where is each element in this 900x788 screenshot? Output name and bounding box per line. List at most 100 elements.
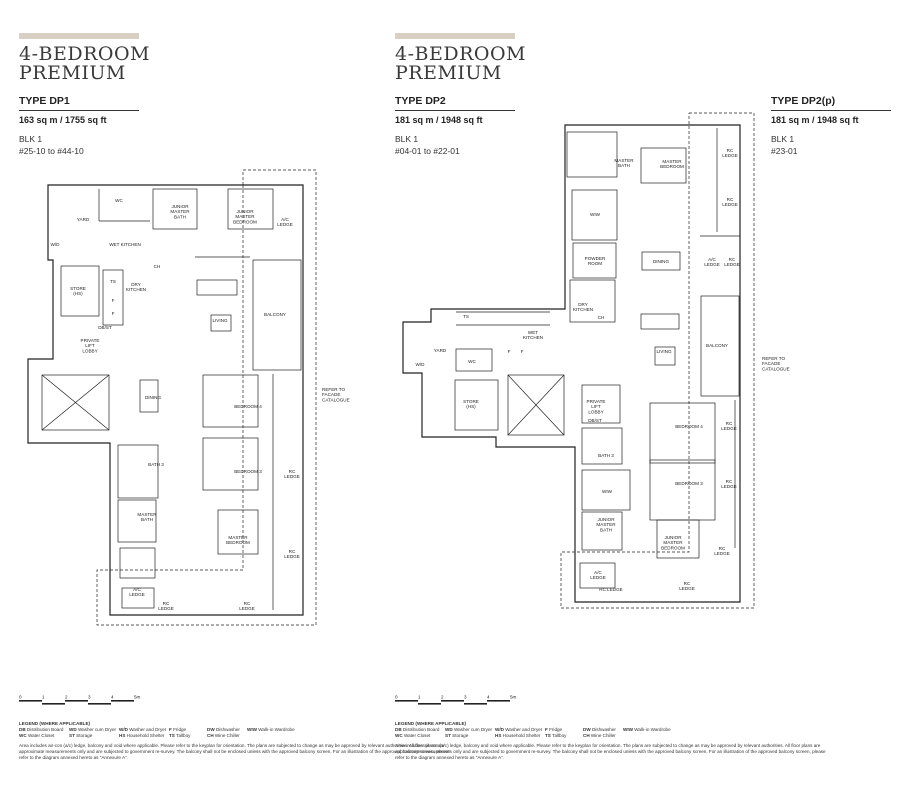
scale-tick-label: 1 (42, 695, 45, 700)
scale-tick-label: 3 (464, 695, 467, 700)
accent-bar (19, 33, 139, 39)
legend-item: WC Water Closet (19, 733, 69, 739)
legend-code: WC (19, 733, 28, 738)
scale-segment (19, 700, 42, 702)
legend-desc: Distribution Board (26, 727, 64, 732)
scale-tick-label: 2 (65, 695, 68, 700)
scale-segment (395, 700, 418, 702)
room-label: BATH 3 (598, 453, 614, 458)
dp1-internal-walls (41, 188, 302, 610)
legend-desc: Wine Chiller (590, 733, 616, 738)
room-label: DINING (145, 395, 162, 400)
unit-area: 163 sq m / 1755 sq ft (19, 115, 107, 125)
legend-code: CH (207, 733, 215, 738)
room-label: F (521, 349, 524, 354)
legend-code: F (545, 727, 550, 732)
room-label: F (112, 298, 115, 303)
legend-desc: Washer and Dryer (505, 727, 543, 732)
legend-desc: Water Closet (403, 733, 431, 738)
room-label: F (112, 311, 115, 316)
scale-tick-label: 3 (88, 695, 91, 700)
room-label: WIW (602, 489, 613, 494)
floor-plan-dp1 (27, 169, 317, 626)
legend-item: TS Tallboy (169, 733, 207, 739)
room-label: DB/ST (588, 418, 602, 423)
legend-item: CH Wine Chiller (207, 733, 247, 739)
legend-item: CH Wine Chiller (583, 733, 623, 739)
block: BLK 1 (19, 134, 43, 144)
legend-desc: Household Shelter (126, 733, 165, 738)
legend-code: DB (395, 727, 403, 732)
unit-type: TYPE DP2(p) (771, 95, 891, 111)
scale-tick-label: 2 (441, 695, 444, 700)
scale-segment (441, 700, 464, 702)
legend-title: LEGEND (WHERE APPLICABLE) (395, 721, 467, 726)
unit-header-dp2p: TYPE DP2(p) 181 sq m / 1948 sq ft BLK 1#… (771, 83, 891, 157)
unit-area: 181 sq m / 1948 sq ft (771, 115, 859, 125)
scale-tick-label: 0 (19, 695, 22, 700)
legend-item: DW Dishwasher (583, 727, 623, 733)
room-label: WC (468, 359, 476, 364)
legend-item: F Fridge (169, 727, 207, 733)
dp1-dashed-boundary (96, 169, 317, 626)
room-label: W/D (416, 362, 426, 367)
room-label: BEDROOM 4 (675, 424, 703, 429)
legend-item: HS Household Shelter (119, 733, 169, 739)
room-label: BATH 3 (148, 462, 164, 467)
legend-item: WD Washer cum Dryer (69, 727, 119, 733)
title-line-1: 4-BEDROOM (19, 43, 150, 65)
room-label: BEDROOM 3 (234, 469, 262, 474)
legend-item: DW Dishwasher (207, 727, 247, 733)
dp2-outer-wall (402, 124, 741, 603)
scale-tick-label: 1 (418, 695, 421, 700)
block: BLK 1 (395, 134, 419, 144)
legend-right: LEGEND (WHERE APPLICABLE) DB Distributio… (395, 721, 835, 761)
legend-item: W/D Washer and Dryer (119, 727, 169, 733)
legend-code: W/D (495, 727, 506, 732)
room-label: F (508, 349, 511, 354)
legend-item: DB Distribution Board (19, 727, 69, 733)
dp2-dashed-boundary (560, 112, 755, 609)
scale-segment (42, 703, 65, 705)
scale-segment (111, 700, 134, 702)
legend-desc: Tallboy (552, 733, 567, 738)
room-label: YARD (434, 348, 447, 353)
room-label: CH (154, 264, 161, 269)
legend-note: Area includes air-con (a/c) ledge, balco… (19, 743, 450, 760)
room-label: RC LEDGE (599, 587, 623, 592)
legend-item: WIW Walk-in Wardrobe (623, 727, 673, 733)
legend-code: WIW (247, 727, 259, 732)
room-label: STORE(HS) (70, 286, 86, 296)
legend-desc: Storage (452, 733, 469, 738)
legend-desc: Washer cum Dryer (453, 727, 493, 732)
accent-bar (395, 33, 515, 39)
